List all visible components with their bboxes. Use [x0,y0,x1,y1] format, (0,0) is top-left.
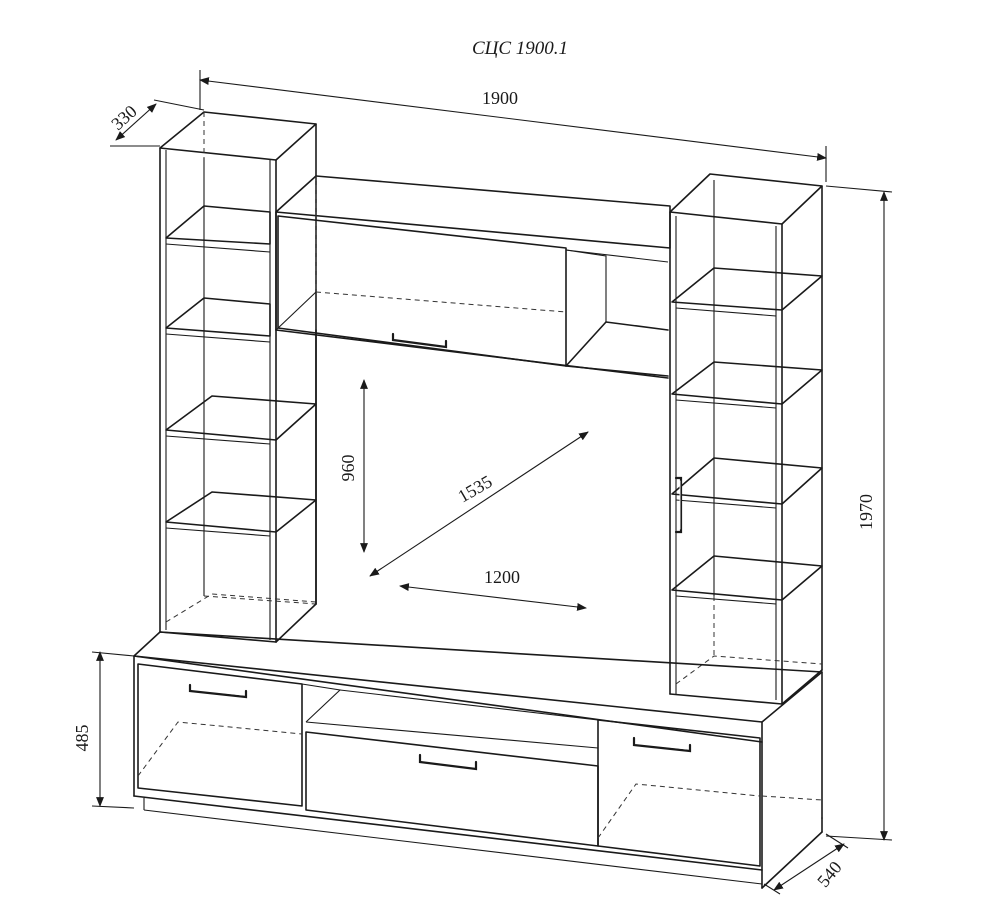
right-door-handle [674,476,683,534]
dimension-base-depth: 540 [763,833,849,895]
dimension-tv-height: 960 [338,379,368,553]
base-left-drawer-handle [188,683,248,699]
label-base-depth: 540 [813,857,846,891]
label-overall-width: 1900 [482,88,518,108]
label-tv-diagonal: 1535 [454,471,495,506]
label-tv-height: 960 [338,455,358,482]
drawing-title: СЦС 1900.1 [472,38,568,59]
dimension-overall-height: 1970 [825,185,893,841]
dimension-overall-width: 1900 [199,70,827,182]
base-right-drawer-handle [632,736,692,753]
label-tv-width: 1200 [484,567,520,587]
right-shelf-tower [669,173,823,705]
base-tv-stand [133,631,823,889]
label-side-depth: 330 [107,101,140,134]
dimension-base-height: 485 [72,651,135,809]
base-middle-drawer-handle [418,753,478,771]
top-cabinet-handle [391,332,448,349]
label-base-height: 485 [72,725,92,752]
dimension-tv-diagonal: 1535 [369,431,589,577]
top-bridge-cabinet [275,175,671,605]
left-shelf-tower [159,111,317,643]
label-overall-height: 1970 [856,494,876,530]
dimension-tv-width: 1200 [399,567,587,611]
